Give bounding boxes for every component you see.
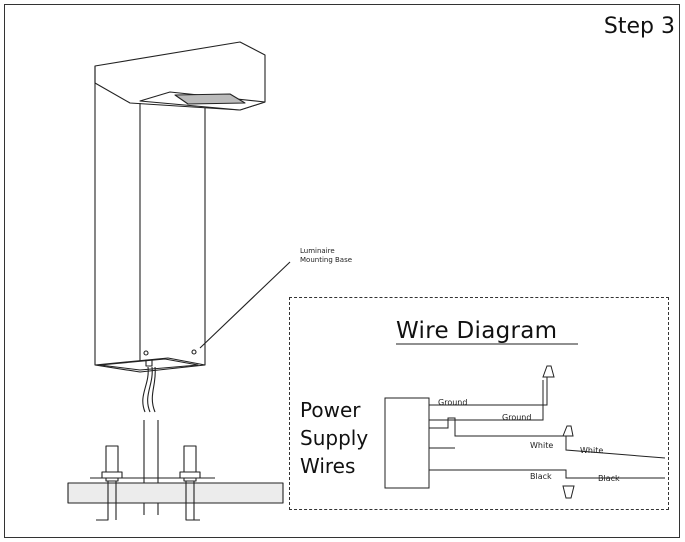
anchor-bolts bbox=[90, 445, 215, 521]
luminaire-head bbox=[94, 41, 266, 111]
white-label-2: White bbox=[580, 446, 604, 455]
callout-line-1: Luminaire bbox=[300, 247, 335, 255]
black-wire bbox=[429, 469, 665, 479]
ground-wire-2 bbox=[429, 380, 544, 421]
ground-label-1: Ground bbox=[438, 398, 468, 407]
ground-label-2: Ground bbox=[502, 413, 532, 422]
luminaire-pole bbox=[94, 83, 206, 373]
white-label-1: White bbox=[530, 441, 554, 450]
figure-frame bbox=[4, 4, 680, 538]
supply-junction bbox=[384, 397, 430, 489]
power-supply-line-1: Power bbox=[300, 398, 361, 422]
ground-wire bbox=[429, 377, 548, 406]
black-label-2: Black bbox=[598, 474, 620, 483]
concrete-slab bbox=[67, 482, 284, 504]
white-wire bbox=[429, 417, 666, 459]
wire-schematic bbox=[384, 343, 666, 499]
wire-connectors bbox=[542, 365, 575, 499]
power-supply-line-2: Supply bbox=[300, 426, 369, 450]
wire-diagram-title: Wire Diagram bbox=[396, 318, 558, 344]
wire-diagram-box bbox=[289, 297, 669, 510]
callout-line-2: Mounting Base bbox=[300, 256, 353, 264]
black-label-1: Black bbox=[530, 472, 552, 481]
step-label: Step 3 bbox=[603, 14, 675, 39]
power-supply-label: Power Supply Wires bbox=[300, 396, 368, 480]
callout-leader bbox=[199, 261, 291, 349]
power-supply-line-3: Wires bbox=[300, 454, 356, 478]
callout-label: Luminaire Mounting Base bbox=[300, 247, 352, 265]
